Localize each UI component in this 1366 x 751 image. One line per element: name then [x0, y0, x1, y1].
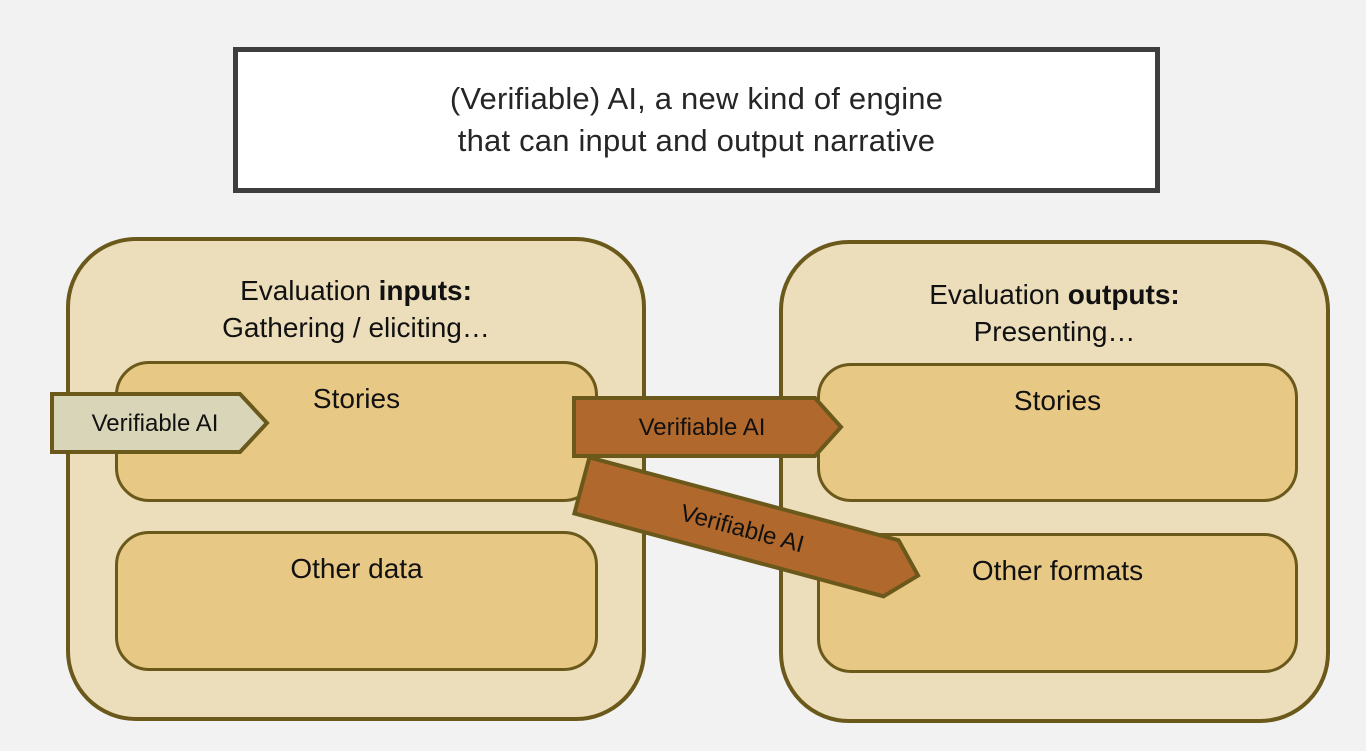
verifiable-ai-output-stories-arrow: Verifiable AI [572, 396, 844, 458]
title-line1: (Verifiable) AI, a new kind of engine [449, 81, 944, 116]
outputs-stories-label: Stories [1013, 385, 1102, 416]
inputs-header-bold: inputs: [378, 275, 472, 306]
inputs-header: Evaluation inputs: Gathering / eliciting… [66, 272, 646, 346]
inputs-stories-label: Stories [312, 383, 401, 414]
verifiable-ai-output-formats-arrow: Verifiable AI [571, 455, 921, 599]
outputs-other-formats-label: Other formats [971, 555, 1144, 586]
outputs-header-prefix: Evaluation [929, 279, 1068, 310]
verifiable-ai-input-arrow: Verifiable AI [50, 392, 270, 454]
inputs-header-prefix: Evaluation [240, 275, 379, 306]
arrow-shape [572, 396, 844, 458]
inputs-header-line2: Gathering / eliciting… [222, 312, 490, 343]
arrow-shape [571, 455, 921, 599]
outputs-stories-box: Stories [817, 363, 1298, 502]
verifiable-ai-input-arrow-label: Verifiable AI [92, 410, 219, 437]
arrow-shape [50, 392, 270, 454]
outputs-header: Evaluation outputs: Presenting… [779, 276, 1330, 350]
title-box: (Verifiable) AI, a new kind of engine th… [233, 47, 1160, 193]
verifiable-ai-output-stories-arrow-label: Verifiable AI [639, 414, 766, 441]
inputs-other-data-box: Other data [115, 531, 598, 671]
inputs-other-data-label: Other data [290, 553, 423, 584]
outputs-header-line2: Presenting… [973, 316, 1136, 347]
outputs-header-bold: outputs: [1067, 279, 1180, 310]
title-line2: that can input and output narrative [457, 123, 936, 158]
